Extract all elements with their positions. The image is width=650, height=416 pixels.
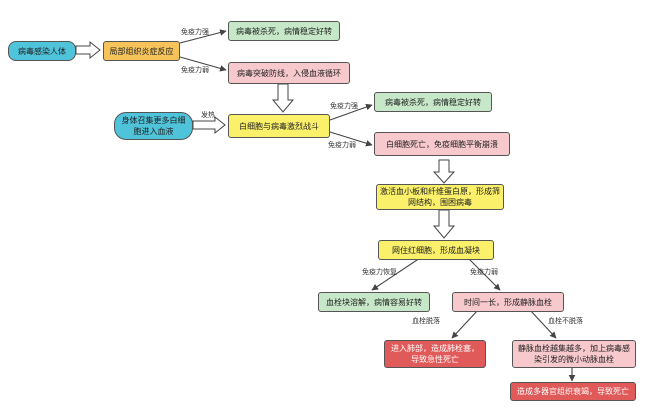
label-immune-weak-2: 免疫力弱 — [328, 141, 356, 149]
block-arrow-down-2 — [432, 159, 456, 184]
node-venous-thrombus: 时间一长，形成静脉血栓 — [452, 292, 564, 312]
label-immune-weak-1: 免疫力弱 — [181, 66, 209, 74]
label-immune-strong-2: 免疫力强 — [330, 102, 358, 110]
node-summon-wbc: 身体召集更多白细胞进入血液 — [114, 112, 193, 140]
block-arrow-infection — [75, 40, 101, 60]
block-arrow-fever — [192, 115, 226, 135]
label-immune-weak-3: 免疫力弱 — [470, 268, 498, 276]
node-infection: 病毒感染人体 — [8, 41, 76, 61]
node-killed-2: 病毒被杀死，病情稳定好转 — [374, 92, 492, 112]
arrow-strong-2 — [329, 103, 373, 121]
node-clot-dissolve: 血栓块溶解，病情容易好转 — [318, 292, 430, 312]
node-organ-failure: 造成多器官组织衰竭，导致死亡 — [510, 382, 636, 401]
arrow-weak-1 — [179, 56, 227, 72]
arrow-weak-2 — [329, 131, 373, 147]
block-arrow-down-1 — [271, 83, 295, 113]
arrow-no-detach — [529, 309, 557, 339]
label-clot-detach: 血栓脱落 — [412, 317, 440, 325]
block-arrow-down-3 — [432, 209, 456, 239]
label-fever: 发热 — [201, 111, 215, 119]
arrow-recover — [371, 257, 421, 291]
node-platelet: 激活血小板和纤维蛋白原，形成筛网结构，围困病毒 — [376, 184, 504, 210]
label-immune-recover: 免疫力恢复 — [362, 268, 397, 276]
label-clot-no-detach: 血栓不脱落 — [548, 317, 583, 325]
node-wbc-death: 白细胞死亡，免疫细胞平衡崩溃 — [374, 132, 510, 156]
arrow-strong-1 — [179, 29, 227, 44]
node-killed-1: 病毒被杀死，病情稳定好转 — [228, 21, 340, 41]
node-rbc-clot: 网住红细胞，形成血凝块 — [378, 240, 494, 260]
label-immune-strong-1: 免疫力强 — [181, 28, 209, 36]
node-microthrombus: 静脉血栓越集越多，加上病毒感染引发的微小动脉血栓 — [512, 340, 636, 368]
arrow-weak-3 — [467, 257, 501, 291]
node-breakthrough: 病毒突破防线，入侵血液循环 — [228, 62, 350, 84]
arrow-detach — [451, 309, 479, 339]
node-local-inflammation: 局部组织炎症反应 — [103, 41, 180, 61]
node-wbc-battle: 白细胞与病毒激烈战斗 — [228, 114, 330, 138]
node-lung-embolism: 进入肺部，造成肺栓塞，导致急性死亡 — [384, 340, 486, 368]
